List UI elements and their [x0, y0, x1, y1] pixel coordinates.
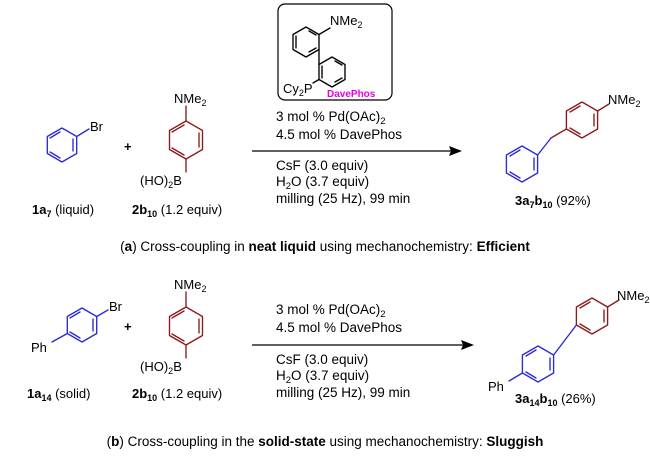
a-condition-milling: milling (25 Hz), 99 min: [276, 191, 410, 206]
ligand-upper-ring: [292, 26, 331, 58]
b-product-nme2-label: NMe2: [617, 288, 649, 305]
b-substrate-label: 1a14 (solid): [27, 386, 91, 403]
a-boronic-label: 2b10 (1.2 equiv): [132, 202, 222, 219]
b-arrowhead: [461, 340, 474, 350]
panel-b: Br Ph + NMe2 (HO)2B 1a14 (solid) 2b10 (1…: [27, 277, 649, 449]
ligand-cy2p-label: Cy2P: [283, 81, 313, 98]
b-product-aniline-ring: [552, 297, 620, 356]
a-nme2-label: NMe2: [174, 91, 206, 108]
b-boh2-label: (HO)2B: [140, 359, 182, 376]
a-product-aniline-ring: [536, 101, 610, 156]
a-boh2-label: (HO)2B: [140, 173, 182, 190]
a-bromobenzene: [46, 127, 90, 163]
a-condition-water: H2O (3.7 equiv): [276, 174, 369, 192]
b-ph-label: Ph: [31, 340, 47, 355]
a-caption: (a) Cross-coupling in neat liquid using …: [120, 239, 530, 254]
b-nme2-label: NMe2: [174, 277, 206, 294]
panel-a: Br + NMe2 (HO)2B 1a7 (liquid) 2b10 (1.2 …: [32, 91, 640, 254]
b-br-label: Br: [109, 299, 123, 314]
a-plus-sign: +: [124, 139, 132, 154]
b-boronic-label: 2b10 (1.2 equiv): [132, 386, 222, 403]
b-condition-base: CsF (3.0 equiv): [276, 352, 368, 367]
ligand-nme2-label: NMe2: [330, 13, 362, 30]
b-product-biphenyl: [508, 345, 555, 383]
a-substrate-label: 1a7 (liquid): [32, 202, 94, 219]
b-plus-sign: +: [124, 319, 132, 334]
a-condition-ligand: 4.5 mol % DavePhos: [276, 127, 402, 142]
a-product-phenyl: [505, 145, 539, 183]
ligand-lower-ring: [312, 48, 346, 88]
a-product-nme2-label: NMe2: [608, 92, 640, 109]
b-condition-ligand: 4.5 mol % DavePhos: [276, 320, 402, 335]
b-product-label: 3a14b10 (26%): [515, 391, 596, 408]
a-boronic-acid: [168, 105, 204, 173]
b-condition-water: H2O (3.7 equiv): [276, 368, 369, 386]
b-caption: (b) Cross-coupling in the solid-state us…: [107, 434, 544, 449]
a-arrowhead: [449, 146, 462, 156]
ligand-davephos: NMe2 Cy2P DavePhos: [277, 3, 393, 101]
b-product-ph-label: Ph: [488, 379, 504, 394]
ligand-name-label: DavePhos: [327, 89, 376, 100]
a-product-label: 3a7b10 (92%): [515, 193, 591, 210]
a-br-label: Br: [90, 119, 104, 134]
a-condition-base: CsF (3.0 equiv): [276, 158, 368, 173]
a-condition-pd: 3 mol % Pd(OAc)2: [276, 109, 386, 127]
b-boronic-acid: [168, 291, 204, 359]
b-bromobiphenyl: [51, 307, 109, 343]
b-condition-pd: 3 mol % Pd(OAc)2: [276, 302, 386, 320]
b-condition-milling: milling (25 Hz), 99 min: [276, 385, 410, 400]
